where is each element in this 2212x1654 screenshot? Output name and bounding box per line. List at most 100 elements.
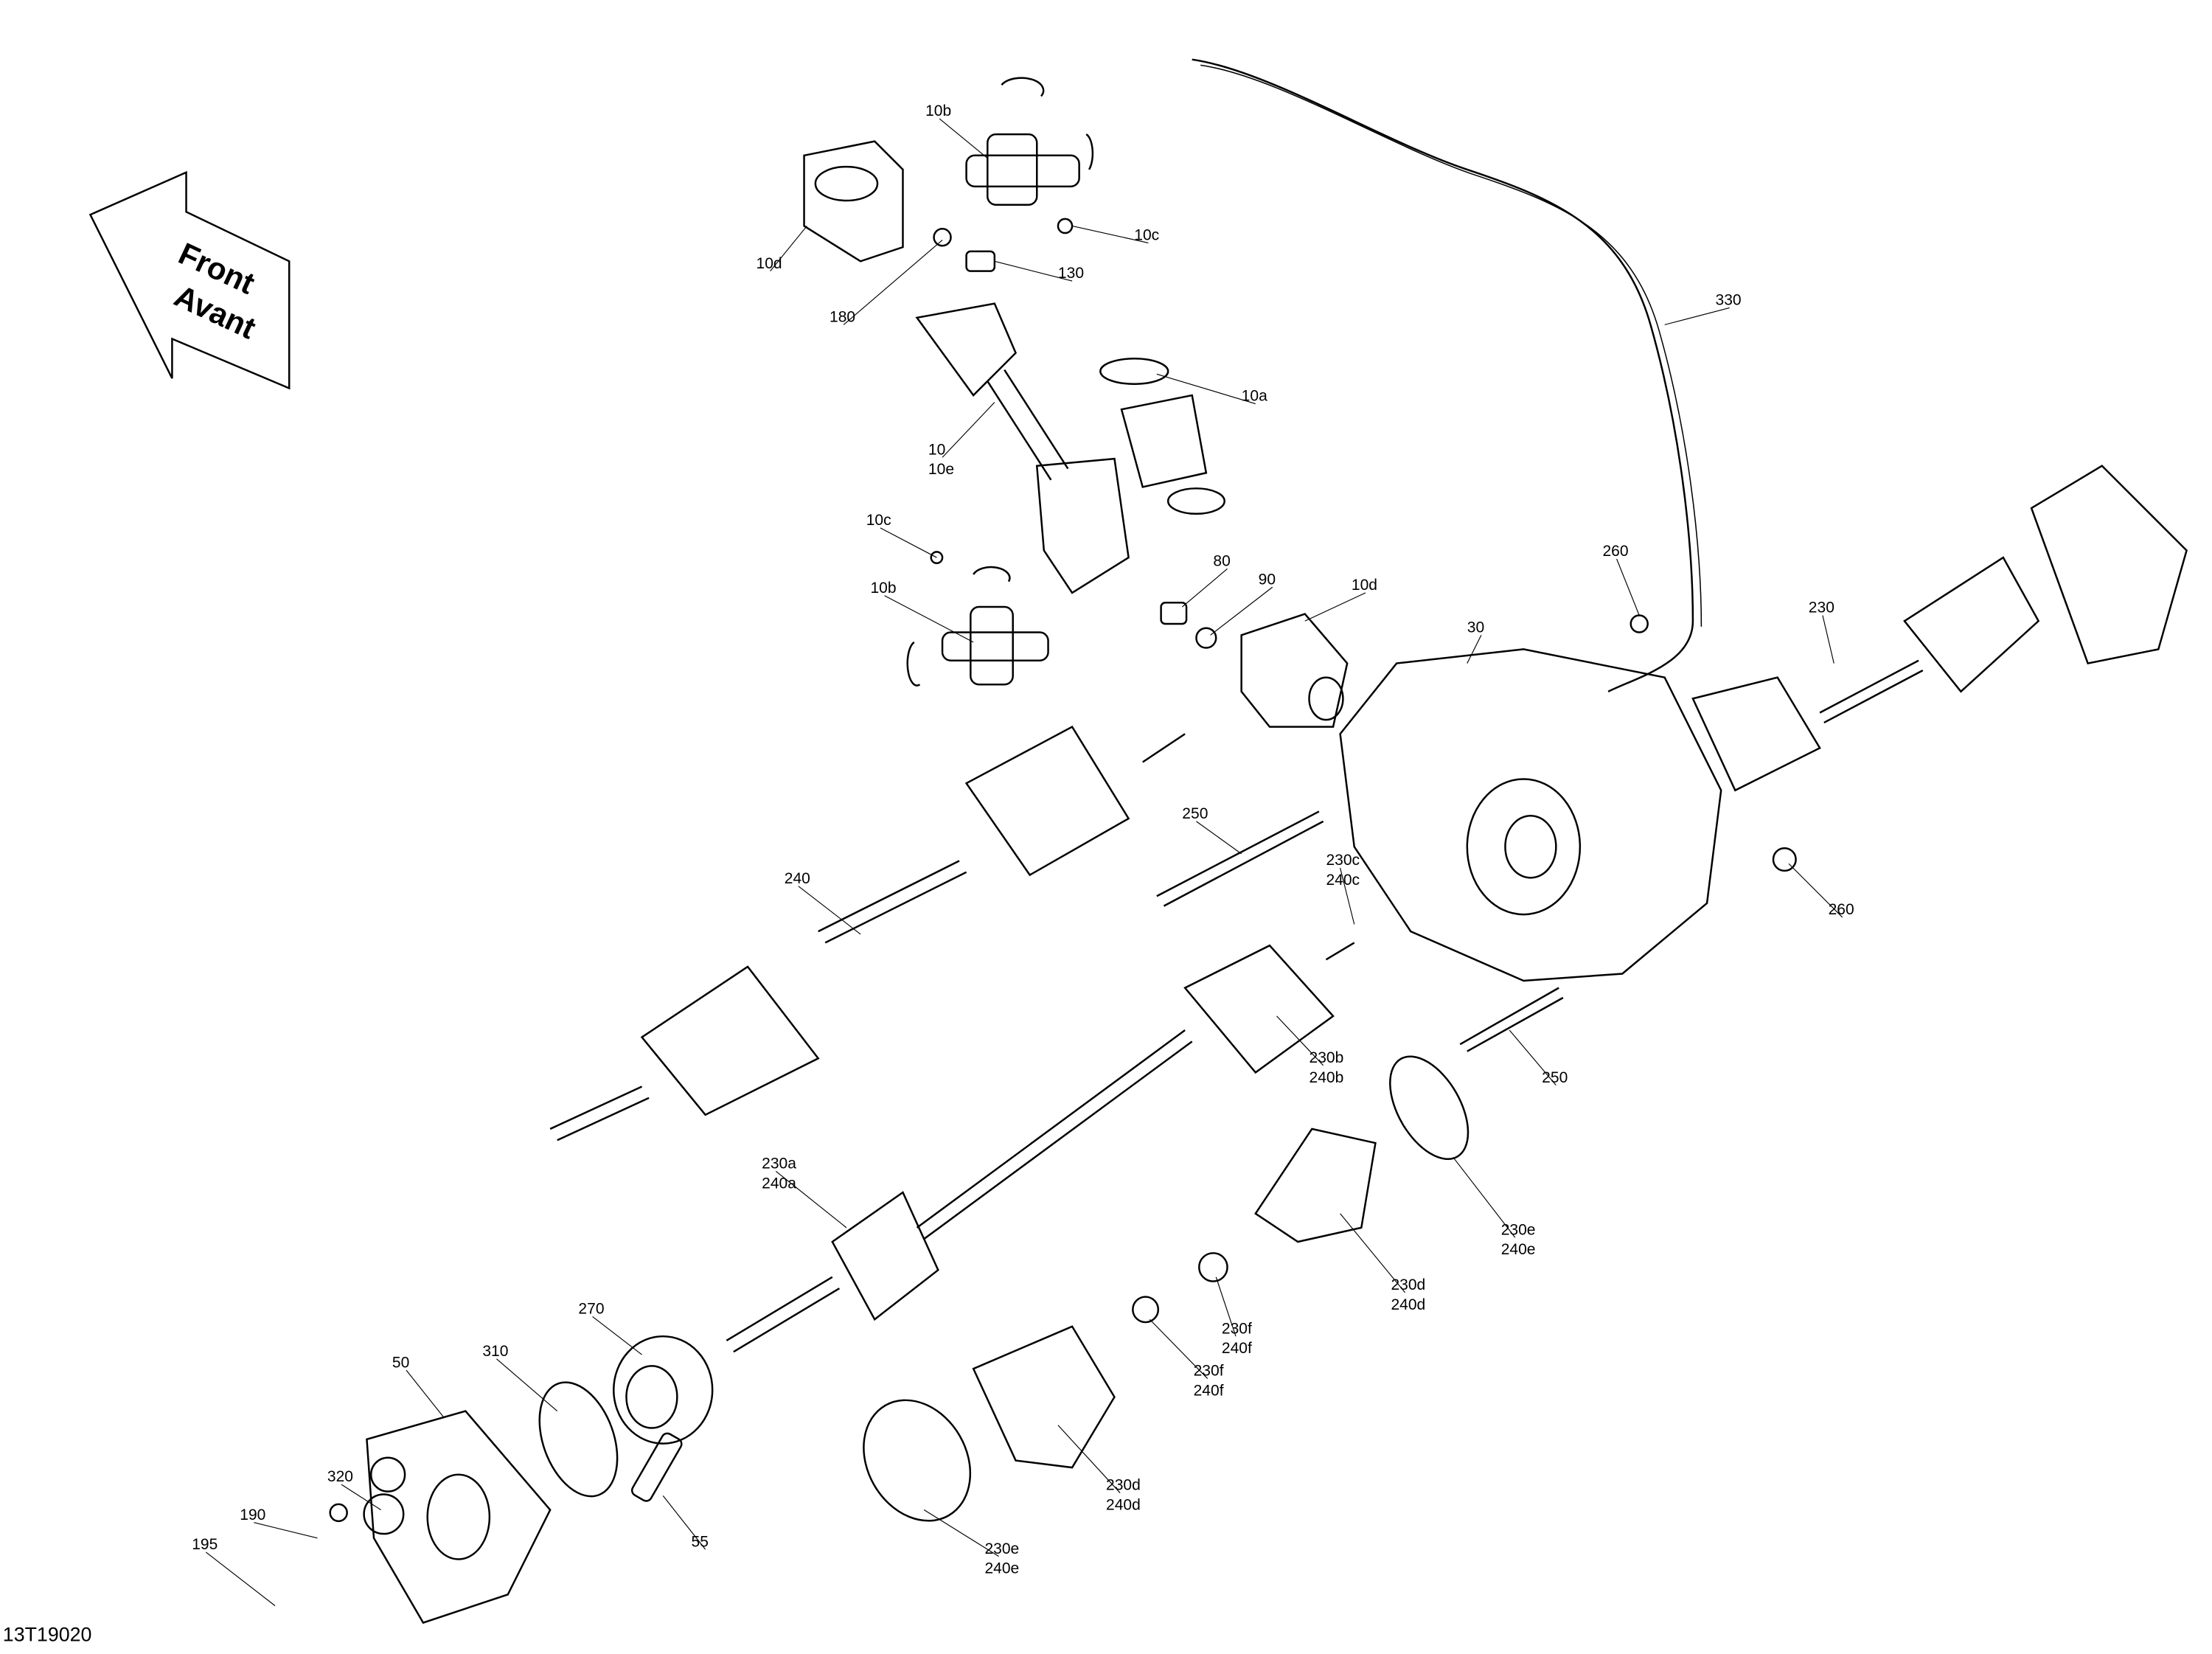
yoke-lower: [1240, 613, 1349, 728]
callout-50: 50: [392, 1354, 445, 1419]
part-number-label: 195: [192, 1536, 218, 1553]
part-number-label: 30: [1467, 619, 1484, 636]
leader-line: [1149, 1318, 1208, 1379]
leader-line: [662, 1495, 706, 1550]
callout-180: 180: [830, 240, 943, 326]
part-number-label: 10: [928, 441, 945, 458]
callout-195: 195: [192, 1536, 276, 1607]
part-number-label: 310: [482, 1343, 508, 1360]
callout-230: 230: [1809, 600, 1834, 664]
part-number-label: 270: [578, 1301, 604, 1318]
callout-55: 55: [662, 1495, 709, 1550]
callout-310: 310: [482, 1343, 558, 1412]
callout-250: 250: [1182, 805, 1242, 855]
callout-10d: 10d: [1304, 577, 1377, 622]
part-number-label: 10d: [1352, 577, 1377, 594]
leader-line: [1057, 1425, 1121, 1493]
part-number-label: 230: [1809, 600, 1834, 616]
callout-10d: 10d: [757, 226, 807, 272]
yoke-upper: [803, 140, 904, 263]
front-differential: [1339, 614, 1797, 982]
leader-line: [1210, 586, 1273, 636]
axle-assembly-exploded: [726, 942, 1355, 1353]
part-number-label: 230d: [1391, 1276, 1425, 1293]
part-number-label: 240c: [1326, 872, 1360, 889]
callout-130: 130: [994, 260, 1084, 282]
leader-line: [1304, 592, 1366, 622]
callout-10a: 10a: [1156, 373, 1267, 405]
part-number-label: 240e: [1501, 1241, 1536, 1258]
part-number-label: 130: [1058, 265, 1084, 282]
callout-10c: 10c: [1071, 225, 1159, 244]
part-number-label: 240f: [1194, 1383, 1224, 1400]
part-number-label: 230e: [1501, 1221, 1536, 1238]
leader-line: [939, 118, 988, 159]
universal-joint-lower: [906, 551, 1049, 687]
leader-line: [798, 886, 861, 935]
part-number-label: 10e: [928, 461, 954, 478]
leader-line: [994, 260, 1073, 282]
callout-240: 240: [785, 870, 861, 935]
leader-line: [592, 1316, 642, 1355]
part-number-label: 240f: [1222, 1340, 1252, 1357]
callout-250: 250: [1509, 1029, 1568, 1086]
callout-230d-240d: 230d 240d: [1340, 1213, 1425, 1313]
callout-230b-240b: 230b 240b: [1276, 1015, 1344, 1086]
leader-line: [1822, 615, 1834, 664]
part-number-label: 240e: [984, 1560, 1019, 1577]
breather-hose: [1192, 58, 1694, 692]
part-number-label: 10c: [866, 512, 891, 529]
callout-270: 270: [578, 1301, 642, 1355]
callout-230e-240e: 230e 240e: [923, 1509, 1019, 1577]
callout-10b: 10b: [870, 580, 974, 643]
shaft-boot: [1099, 358, 1225, 515]
callout-260: 260: [1788, 863, 1854, 918]
leader-line: [341, 1484, 381, 1511]
left-drive-axle: [549, 726, 1186, 1142]
part-number-label: 230d: [1106, 1477, 1141, 1494]
leader-line: [406, 1369, 445, 1419]
leader-line: [1215, 1276, 1237, 1337]
part-number-label: 10b: [925, 102, 951, 119]
callout-260: 260: [1602, 543, 1640, 616]
part-number-label: 90: [1259, 571, 1276, 588]
callout-230d-240d: 230d 240d: [1057, 1425, 1141, 1514]
part-number-label: 50: [392, 1354, 409, 1371]
part-number-label: 230f: [1194, 1363, 1224, 1380]
leader-line: [942, 402, 995, 458]
part-number-label: 55: [691, 1533, 708, 1550]
part-number-label: 240b: [1310, 1069, 1344, 1086]
callout-30: 30: [1467, 619, 1484, 664]
part-number-label: 230b: [1310, 1049, 1344, 1066]
part-number-label: 10b: [870, 580, 896, 597]
leader-line: [880, 527, 937, 558]
leader-line: [775, 1170, 847, 1229]
leader-line: [1788, 863, 1843, 918]
callout-10c: 10c: [866, 512, 937, 558]
callout-230e-240e: 230e 240e: [1453, 1156, 1536, 1258]
part-number-label: 330: [1716, 292, 1742, 309]
diagram-code: 13T19020: [3, 1623, 92, 1645]
callout-90: 90: [1210, 571, 1276, 636]
part-number-label: 240d: [1106, 1497, 1141, 1514]
leader-line: [1340, 867, 1355, 925]
leader-line: [1509, 1029, 1557, 1085]
callout-230f-240f: 230f 240f: [1149, 1318, 1224, 1400]
part-number-label: 80: [1213, 553, 1230, 570]
part-number-label: 10c: [1134, 227, 1159, 244]
part-number-label: 250: [1542, 1069, 1568, 1086]
wheel-hub: [329, 1410, 552, 1625]
callout-330: 330: [1664, 292, 1742, 325]
leader-line: [1340, 1213, 1406, 1293]
universal-joint-upper: [965, 77, 1094, 234]
leader-line: [923, 1509, 999, 1557]
part-number-label: 230e: [984, 1540, 1019, 1557]
leader-line: [496, 1358, 558, 1412]
part-number-label: 240d: [1391, 1296, 1425, 1313]
front-direction-arrow: Front Avant: [88, 170, 291, 390]
part-number-label: 190: [240, 1507, 265, 1523]
